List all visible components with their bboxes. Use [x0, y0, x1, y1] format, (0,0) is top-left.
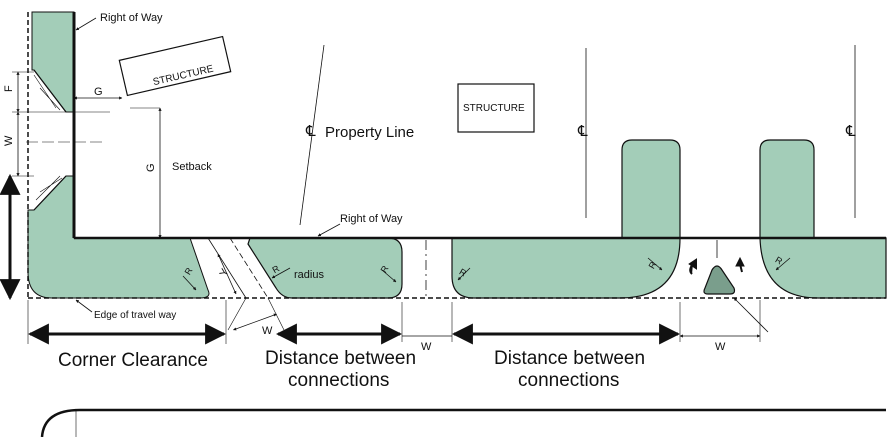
r-label-6: R	[774, 255, 785, 267]
channelizing-island	[703, 265, 736, 295]
property-line-symbol-2: ℄	[577, 123, 588, 140]
area-between-driveways-1	[247, 237, 403, 299]
area-between-driveways-2	[451, 139, 681, 299]
dimension-lines	[0, 17, 791, 345]
dim-y-label: Y	[218, 266, 232, 278]
side-street-strip-upper	[31, 11, 75, 113]
r-label-5: R	[647, 259, 659, 270]
right-of-way-label-mid: Right of Way	[340, 213, 403, 225]
dim-g-vertical-label: G	[145, 163, 157, 172]
distance-between-2-line2: connections	[518, 370, 619, 391]
property-lines	[299, 44, 856, 226]
dim-g-horizontal-label: G	[94, 86, 103, 98]
radius-label: radius	[294, 269, 324, 281]
dim-w-right-label: W	[715, 341, 726, 353]
structures: STRUCTURE STRUCTURE	[118, 35, 535, 133]
edge-of-travel-way-label: Edge of travel way	[94, 310, 176, 321]
dim-w-vertical-label: W	[3, 135, 15, 146]
distance-between-2-line1: Distance between	[494, 348, 645, 369]
structure-right-box	[457, 83, 535, 133]
dim-w-gap-label: W	[421, 341, 432, 353]
property-line-symbol-3: ℄	[845, 123, 856, 140]
distance-between-1-line1: Distance between	[265, 348, 416, 369]
dim-f-label: F	[3, 85, 15, 92]
labels: Right of Way F W G G Setback ℄ Property …	[3, 12, 856, 391]
setback-label: Setback	[172, 161, 212, 173]
dim-w-angled-label: W	[262, 325, 273, 337]
r-label-4: R	[458, 267, 469, 279]
turn-arrows	[688, 256, 745, 275]
structure-right-label: STRUCTURE	[463, 103, 525, 114]
corner-clearance-label: Corner Clearance	[58, 350, 208, 371]
r-label-2: R	[271, 263, 282, 275]
r-label-1: R	[183, 265, 195, 276]
roadway-lines	[27, 12, 886, 437]
right-of-way-label-top: Right of Way	[100, 12, 163, 24]
property-line-label: Property Line	[325, 124, 414, 141]
distance-between-1-line2: connections	[288, 370, 389, 391]
left-turn-arrow-icon	[688, 258, 697, 275]
area-right	[759, 139, 887, 299]
structure-tilted-box	[118, 35, 232, 97]
r-label-3: R	[379, 263, 391, 274]
property-line-symbol-1: ℄	[305, 123, 316, 140]
